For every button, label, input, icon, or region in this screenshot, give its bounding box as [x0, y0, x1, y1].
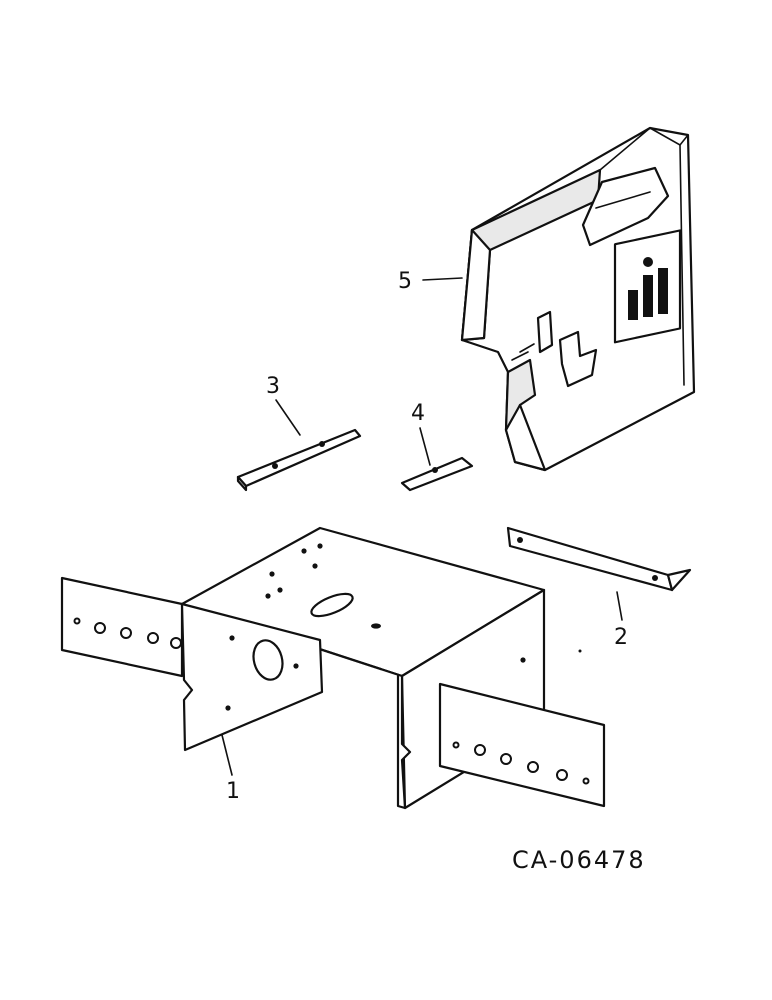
callout-4: 4 — [411, 401, 425, 426]
ih-logo-icon — [628, 257, 668, 320]
callout-5: 5 — [398, 269, 412, 294]
callout-2: 2 — [614, 625, 628, 650]
part-2-angle-strip — [506, 526, 692, 592]
drawing-code: CA-06478 — [512, 846, 646, 874]
part-3-shim-plate — [236, 428, 362, 492]
part-4-small-shim — [400, 456, 474, 492]
callout-1: 1 — [226, 779, 240, 804]
part-1-main-frame — [60, 526, 606, 810]
part-5-weight-bracket — [460, 126, 696, 472]
callout-3: 3 — [266, 374, 280, 399]
callout-leaders — [221, 277, 623, 776]
